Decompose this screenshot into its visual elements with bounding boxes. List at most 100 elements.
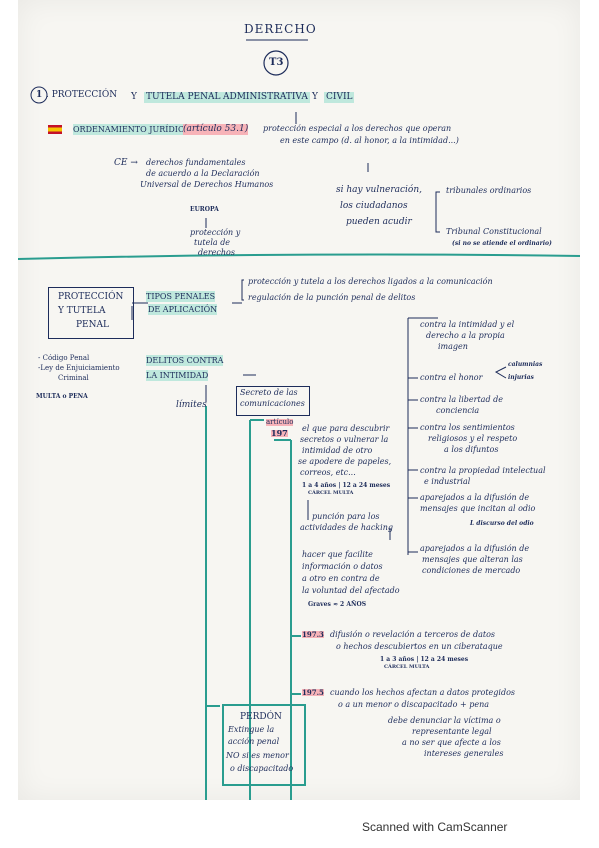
box-line-2: Y TUTELA [58, 306, 106, 316]
box-line-1: PROTECCIÓN [58, 292, 124, 302]
calumnias: calumnias [508, 361, 543, 368]
contra-libertad-2: conciencia [436, 406, 480, 415]
article-197-5: 197.5 [302, 688, 324, 697]
hacer-4: la voluntad del afectado [302, 586, 400, 595]
limites-label: límites [176, 400, 207, 410]
europa-label: EUROPA [190, 206, 219, 213]
contra-sentimientos-1: contra los sentimientos [420, 423, 515, 432]
mercado-1: aparejados a la difusión de [420, 544, 530, 553]
contra-intimidad-1: contra la intimidad y el [420, 320, 515, 329]
diagram-lines [18, 39, 580, 800]
contra-libertad-1: contra la libertad de [420, 395, 503, 404]
prot-line-3: derechos [198, 248, 235, 257]
tc-note: (si no se atiende el ordinario) [452, 240, 552, 247]
pena-197-a: 1 a 4 años | 12 a 24 meses [302, 482, 391, 489]
codigo-penal: - Código Penal [38, 354, 90, 362]
contra-sentimientos-2: religiosos y el respeto [428, 434, 518, 443]
page-title: DERECHO [244, 22, 317, 36]
topic-badge: T3 [269, 57, 284, 68]
secreto-desc-3: intimidad de otro [302, 446, 373, 455]
multa-pena: MULTA o PENA [36, 393, 88, 400]
article-53-label: (artículo 53.1) [183, 124, 249, 135]
tribunal-constitucional: Tribunal Constitucional [446, 227, 542, 236]
section-number: 1 [36, 90, 43, 100]
secreto-desc-5: correos, etc... [300, 468, 356, 477]
section-title-admin: ADMINISTRATIVA [221, 92, 310, 103]
perdon-line-3: NO si es menor [226, 751, 289, 760]
tipos-penales-1: TIPOS PENALES [146, 291, 216, 302]
tribunales-ordinarios: tribunales ordinarios [446, 186, 532, 195]
criminal-label: Criminal [58, 374, 89, 382]
vuln-line-2: los ciudadanos [340, 201, 408, 211]
art1975-note-4: intereses generales [424, 749, 504, 758]
section-title-y2: Y [312, 92, 318, 102]
art1975-note-2: representante legal [412, 727, 492, 736]
injurias: injurias [508, 374, 534, 381]
spain-flag-icon [48, 125, 62, 134]
vuln-line-3: pueden acudir [346, 217, 412, 227]
secreto-box [236, 386, 310, 416]
art1975-note-3: a no ser que afecte a los [402, 738, 501, 747]
perdon-title: PERDÓN [240, 712, 282, 722]
ce-label: CE → [114, 158, 138, 168]
perdon-box [222, 704, 306, 786]
notebook-page: DERECHO T3 1 . PROTECCIÓN Y TUTELA PENAL… [18, 0, 580, 800]
section-title-tutela: TUTELA PENAL [144, 92, 223, 103]
ordenamiento-line-2: en este campo (d. al honor, a la intimid… [280, 136, 459, 145]
contra-propiedad-1: contra la propiedad intelectual [420, 466, 546, 475]
secreto-desc-4: se apodere de papeles, [298, 457, 392, 466]
art1973-line-1: difusión o revelación a terceros de dato… [330, 630, 496, 639]
article-197-3: 197.3 [302, 630, 324, 639]
proteccion-tutela-box [48, 287, 134, 339]
pena-1973-b: CÁRCEL MULTA [384, 664, 430, 670]
delitos-label-2: LA INTIMIDAD [146, 370, 209, 381]
footer-text: Scanned with CamScanner [362, 820, 508, 834]
perdon-line-4: o discapacitado [230, 764, 294, 773]
ce-line-2: de acuerdo a la Declaración [146, 169, 260, 178]
mercado-3: condiciones de mercado [422, 566, 521, 575]
vuln-line-1: si hay vulneración, [336, 185, 423, 195]
secreto-line-1: Secreto de las [240, 388, 298, 397]
contra-propiedad-2: e industrial [424, 477, 471, 486]
contra-intimidad-2: derecho a la propia [426, 331, 505, 340]
prot-line-1: protección y [190, 228, 241, 237]
ordenamiento-line-1: protección especial a los derechos que o… [263, 124, 452, 133]
art1975-line-1: cuando los hechos afectan a datos proteg… [330, 688, 515, 697]
ordenamiento-label: ORDENAMIENTO JURÍDICO [73, 124, 191, 135]
hacer-1: hacer que facilite [302, 550, 373, 559]
ley-enjuiciamiento: -Ley de Enjuiciamiento [38, 364, 120, 372]
odio-1: aparejados a la difusión de [420, 493, 530, 502]
perdon-line-1: Extingue la [228, 725, 275, 734]
section-title-civil: CIVIL [324, 92, 355, 103]
contra-intimidad-3: imagen [438, 342, 468, 351]
secreto-desc-1: el que para descubrir [302, 424, 390, 433]
art1975-note-1: debe denunciar la víctima o [388, 716, 501, 725]
articulo-label: artículo [266, 418, 294, 426]
puncion-1: punción para los [312, 512, 380, 521]
tipos-line-2: regulación de la punción penal de delito… [248, 293, 416, 302]
mercado-2: mensajes que alteran las [422, 555, 523, 564]
pena-1973-a: 1 a 3 años | 12 a 24 meses [380, 656, 469, 663]
ce-line-1: derechos fundamentales [146, 158, 246, 167]
tipos-line-1: protección y tutela a los derechos ligad… [248, 277, 493, 286]
odio-2: mensajes que incitan al odio [420, 504, 536, 513]
graves-label: Graves ≈ 2 AÑOS [308, 601, 367, 608]
contra-honor: contra el honor [420, 373, 483, 382]
box-line-3: PENAL [76, 320, 109, 330]
delitos-label-1: DELITOS CONTRA [146, 355, 224, 366]
secreto-line-2: comunicaciones [240, 399, 305, 408]
art1975-line-2: o a un menor o discapacitado + pena [338, 700, 489, 709]
number-circle-icon [30, 86, 48, 104]
puncion-2: actividades de hacking [300, 523, 393, 532]
hacer-2: información o datos [302, 562, 383, 571]
secreto-desc-2: secretos o vulnerar la [300, 435, 389, 444]
pena-197-b: CÁRCEL MULTA [308, 490, 354, 496]
article-197: 197 [271, 428, 288, 438]
tipos-penales-2: DE APLICACIÓN [148, 304, 218, 315]
ce-line-3: Universal de Derechos Humanos [140, 180, 274, 189]
prot-line-2: tutela de [194, 238, 231, 247]
art1973-line-2: o hechos descubiertos en un ciberataque [336, 642, 503, 651]
section-title-a: . PROTECCIÓN [46, 90, 118, 100]
contra-sentimientos-3: a los difuntos [444, 445, 499, 454]
hacer-3: a otro en contra de [302, 574, 380, 583]
